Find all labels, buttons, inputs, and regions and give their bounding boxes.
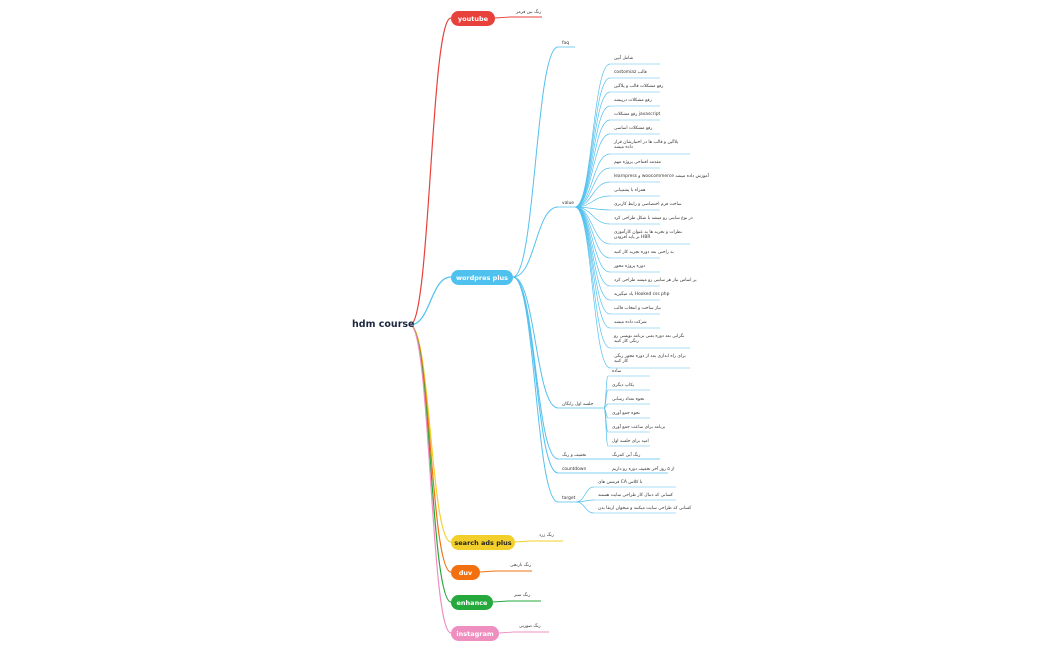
connector	[603, 375, 609, 409]
wp-first-session: جلسه اول رایگان	[562, 402, 594, 407]
value-item: رفع مشکلات اساسی	[614, 126, 653, 131]
search-child: رنگ زرد	[539, 533, 554, 538]
connector	[574, 133, 611, 208]
branch-enhance[interactable]: enhance	[451, 595, 493, 610]
value-item: learnpress و woocommerce آموزش داده میشه	[614, 174, 709, 179]
connector	[409, 324, 452, 543]
wp-faq: faq	[562, 41, 570, 46]
branch-duv[interactable]: duv	[451, 565, 480, 580]
connector	[574, 167, 611, 208]
session-item: یکاپ دیگری	[612, 383, 634, 388]
wp-target: target	[562, 496, 576, 501]
branch-wordpress[interactable]: wordpres plus	[451, 270, 513, 285]
connector	[409, 17, 452, 326]
value-item: ساخت فرم اختصاصی و رابط کاربری	[614, 202, 682, 207]
value-item: دوره پروژه محور	[614, 264, 646, 269]
value-item: نگرانی بعد دوره یعنی برنامه نویسی رو رنگ…	[614, 334, 685, 344]
value-item: برای راه اندازی بعد از دوره محور رنگی کا…	[614, 354, 686, 364]
connector	[603, 389, 609, 409]
target-item: کسانی که طراحی سایت میکنند و میخوان ارتق…	[598, 506, 692, 511]
connector	[574, 119, 611, 208]
target-item: کسانی که دنبال کار طراحی سایت هستند	[598, 493, 673, 498]
connector	[575, 501, 595, 514]
value-item: یاد میگیرید Hooked css php	[614, 292, 670, 297]
connector	[574, 63, 611, 208]
connector	[409, 324, 452, 603]
connector	[574, 195, 611, 208]
youtube-child: رنگ بین قرمز	[516, 10, 542, 15]
connector	[575, 486, 595, 503]
value-item: پلاگین و قالب ها در اختیارشان قرار داده …	[614, 140, 679, 150]
value-item: نیاز ساخت و انتخاب قالب	[614, 306, 661, 311]
value-item: نظرات و تجربه ها به عنوان کارآموزی بر پا…	[614, 230, 682, 240]
wp-discount: تخفیف و رنگ	[562, 453, 587, 458]
branch-youtube[interactable]: youtube	[451, 11, 495, 26]
value-item: در نوع سایتی رو میشه با شکل طراحی کرد	[614, 216, 693, 221]
connector	[512, 276, 559, 474]
branch-search-ads[interactable]: search ads plus	[451, 535, 515, 550]
instagram-child: رنگ صورتی	[519, 624, 541, 629]
branch-instagram[interactable]: instagram	[451, 626, 499, 641]
value-item: رفع مشکلات قالب و پلاگین	[614, 84, 664, 89]
connector	[574, 206, 611, 259]
wp-countdown: countdown	[562, 467, 587, 472]
connector	[574, 206, 611, 369]
connector	[574, 206, 611, 287]
value-item: رفع مشکلات javascript	[614, 112, 661, 117]
session-item: نحوه جمع آوری	[612, 411, 640, 416]
value-item: شرکت داده میشه	[614, 320, 647, 325]
connector	[574, 206, 611, 349]
connector	[514, 540, 563, 543]
value-item: همراه با پشتیبانی	[614, 188, 646, 193]
duv-child: رنگ نارنجی	[510, 563, 532, 568]
value-item: شامل آیین	[614, 56, 634, 61]
wp-value: value	[562, 201, 574, 206]
wp-countdown-item: از ۵ روز آخر تخفیف دوره رو داریم	[612, 467, 675, 472]
root-node: hdm course	[352, 319, 415, 330]
connector	[574, 105, 611, 208]
value-item: رفع مشکلات درپیشه	[614, 98, 652, 103]
connector	[512, 46, 559, 278]
connector	[574, 181, 611, 208]
connector	[409, 276, 452, 326]
connector	[603, 407, 609, 447]
connector	[574, 77, 611, 208]
value-item: به راحتی بعد دوره تجربه کار کنید	[614, 250, 674, 255]
session-item: امید برای جلسه اول	[612, 439, 649, 444]
connector	[498, 631, 549, 634]
connector	[479, 570, 532, 573]
session-item: برنامه برای ساعت جمع آوری	[612, 425, 666, 430]
connector	[409, 324, 452, 634]
connector	[512, 276, 559, 460]
connector	[512, 276, 559, 409]
wp-discount-item: رنگ آبی کمرنگ	[612, 453, 641, 458]
target-item: فرشتن های CA تا کلاس	[598, 480, 643, 485]
connector	[574, 91, 611, 208]
session-item: ساده	[612, 369, 622, 374]
value-item: مقدمه افتتاحی پروژه مهم	[614, 160, 661, 165]
session-item: نحوه تعداد رسانی	[612, 397, 645, 402]
connector	[512, 276, 559, 503]
value-item: بر اساس نیاز هر سایتی رو میشه طراحی کرد	[614, 278, 697, 283]
connector	[492, 600, 541, 603]
connector	[494, 16, 542, 19]
enhance-child: رنگ سبز	[514, 593, 531, 598]
value-item: costomiaz قالب	[614, 70, 647, 75]
connector	[512, 206, 559, 278]
